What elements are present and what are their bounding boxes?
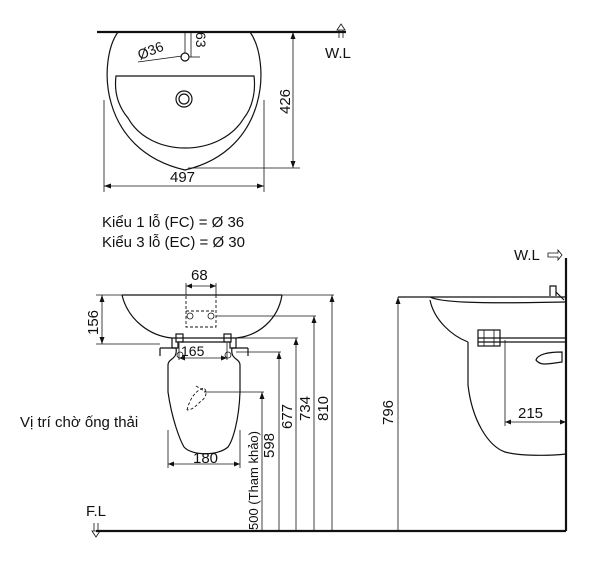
side-projection-label: 215: [518, 405, 543, 422]
depth-dimension-label: 426: [277, 89, 294, 114]
hole-type-notes: Kiểu 1 lỗ (FC) = Ø 36 Kiểu 3 lỗ (EC) = Ø…: [102, 214, 245, 251]
pedestal-width-label: 180: [193, 450, 218, 467]
floor-line-label: F.L: [86, 503, 106, 520]
drain-height-label: 500 (Tham khảo): [246, 431, 261, 530]
side-height-label: 796: [380, 400, 397, 425]
dim-810-label: 810: [315, 396, 332, 421]
drain-position-label: Vị trí chờ ống thải: [20, 414, 138, 431]
front-view: 68 156 165 180 500 (Tham khảo) 598 677 7…: [20, 267, 566, 538]
basin-height-label: 156: [85, 310, 102, 335]
side-wall-line-label: W.L: [514, 247, 540, 264]
tap-spacing-label: 68: [191, 267, 208, 284]
dim-598-label: 598: [261, 433, 278, 458]
bracket-spacing-label: 165: [181, 343, 205, 359]
width-dimension-label: 497: [170, 169, 195, 186]
note-one-hole: Kiểu 1 lỗ (FC) = Ø 36: [102, 214, 244, 231]
note-three-hole: Kiểu 3 lỗ (EC) = Ø 30: [102, 234, 245, 251]
hole-offset-label: 63: [193, 32, 209, 48]
top-view: Ø36 63 426 497 W.L: [97, 23, 351, 192]
side-view: W.L 796 215: [380, 247, 568, 531]
dim-734-label: 734: [297, 396, 314, 421]
top-wall-line-label: W.L: [325, 45, 351, 62]
dim-677-label: 677: [279, 404, 296, 429]
